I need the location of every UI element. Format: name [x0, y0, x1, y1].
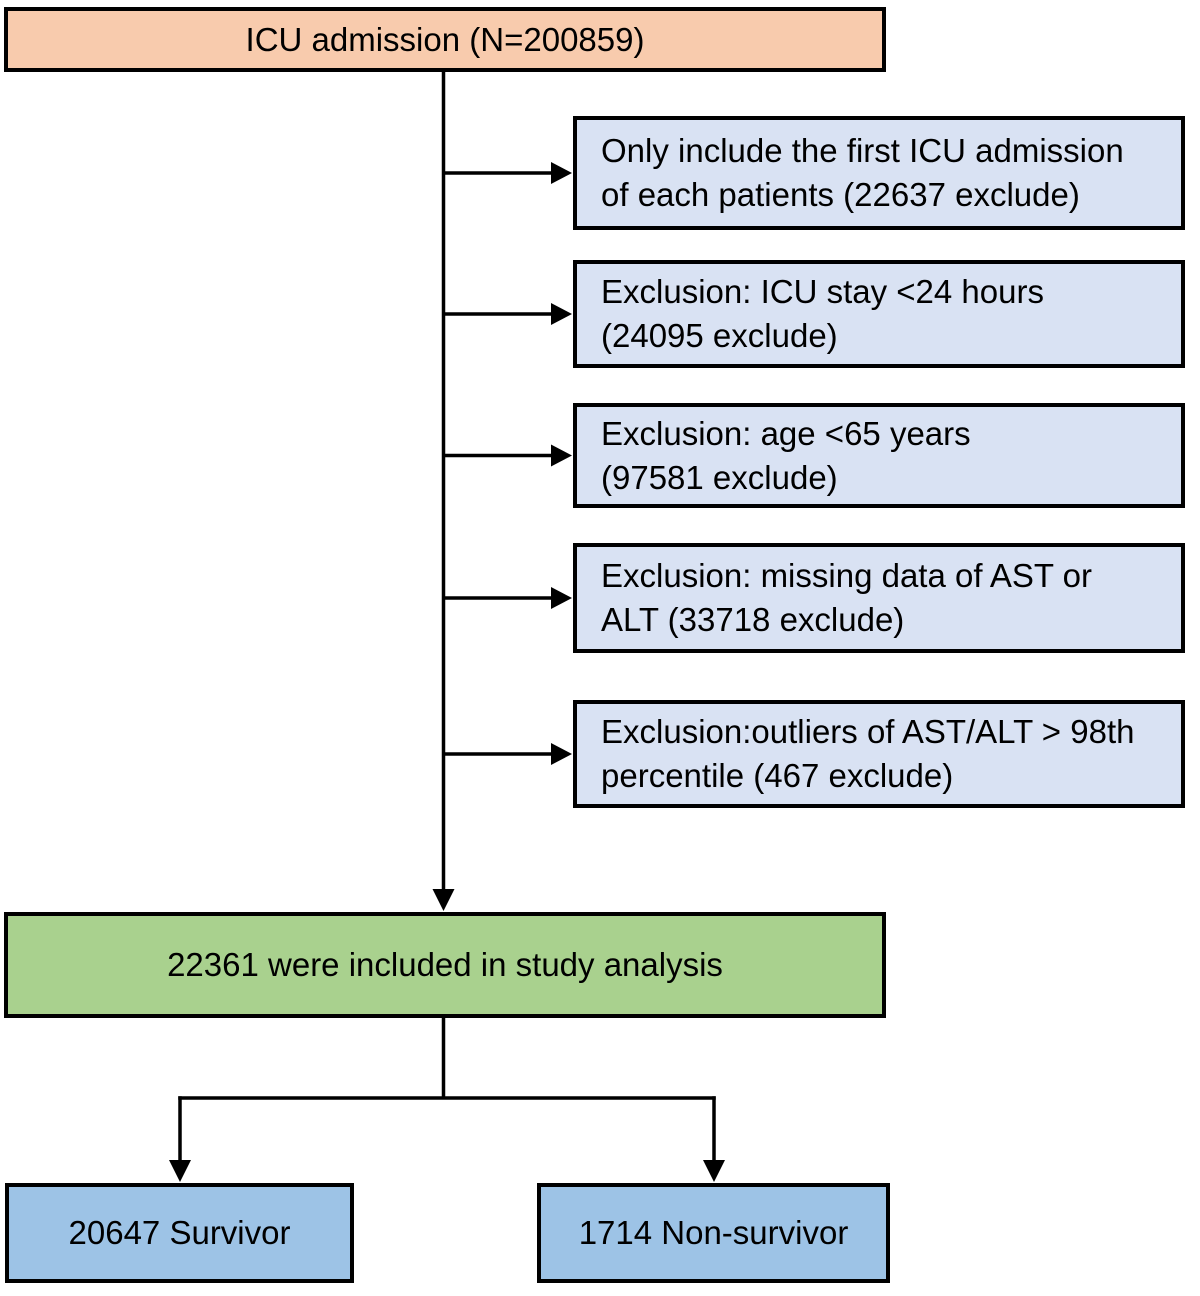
- exclusion-arrowhead-5-icon: [551, 743, 572, 765]
- exclusion-box-icu-stay-line1: Exclusion: ICU stay <24 hours: [601, 273, 1044, 311]
- exclusion-box-first-admission-line2: of each patients (22637 exclude): [601, 176, 1080, 213]
- exclusion-box-age-line1: Exclusion: age <65 years: [601, 414, 971, 452]
- non-survivor-box: 1714 Non-survivor: [537, 1183, 890, 1283]
- branch-left-arrowhead-icon: [169, 1160, 191, 1182]
- exclusion-box-age-line2: (97581 exclude): [601, 458, 838, 496]
- exclusion-arrowhead-2-icon: [551, 303, 572, 325]
- exclusion-arrowhead-4-icon: [551, 587, 572, 609]
- exclusion-box-icu-stay: Exclusion: ICU stay <24 hours (24095 exc…: [573, 260, 1185, 368]
- exclusion-box-outliers: Exclusion:outliers of AST/ALT > 98th per…: [573, 700, 1185, 808]
- exclusion-box-missing-data-line1: Exclusion: missing data of AST or: [601, 557, 1092, 595]
- branch-right-arrowhead-icon: [703, 1160, 725, 1182]
- survivor-box: 20647 Survivor: [5, 1183, 354, 1283]
- icu-admission-label: ICU admission (N=200859): [245, 20, 645, 58]
- trunk-arrowhead-icon: [432, 889, 455, 911]
- non-survivor-label: 1714 Non-survivor: [578, 1214, 849, 1252]
- exclusion-box-outliers-line1: Exclusion:outliers of AST/ALT > 98th: [601, 713, 1135, 751]
- exclusion-box-first-admission: Only include the first ICU admission of …: [573, 116, 1185, 230]
- exclusion-box-outliers-line2: percentile (467 exclude): [601, 757, 954, 794]
- exclusion-arrowhead-3-icon: [551, 444, 572, 467]
- exclusion-box-age: Exclusion: age <65 years (97581 exclude): [573, 403, 1185, 508]
- included-in-analysis-label: 22361 were included in study analysis: [167, 946, 723, 984]
- exclusion-box-missing-data: Exclusion: missing data of AST or ALT (3…: [573, 543, 1185, 653]
- exclusion-box-icu-stay-line2: (24095 exclude): [601, 317, 838, 354]
- exclusion-box-missing-data-line2: ALT (33718 exclude): [601, 601, 905, 638]
- survivor-label: 20647 Survivor: [68, 1214, 291, 1252]
- exclusion-arrowhead-1-icon: [551, 162, 572, 184]
- icu-admission-box: ICU admission (N=200859): [4, 7, 886, 72]
- included-in-analysis-box: 22361 were included in study analysis: [4, 912, 886, 1018]
- exclusion-box-first-admission-line1: Only include the first ICU admission: [601, 132, 1124, 170]
